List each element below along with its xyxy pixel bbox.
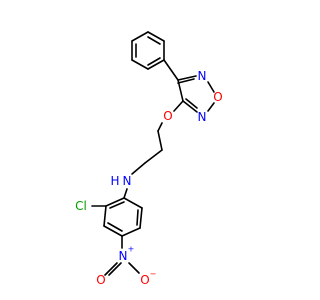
bond <box>136 209 139 226</box>
n-nitro-positive-charge: + <box>128 245 135 254</box>
bond <box>207 102 215 112</box>
bond <box>131 31 149 42</box>
atom-cl: Cl <box>75 199 87 213</box>
bond <box>185 98 198 109</box>
bond <box>105 197 125 207</box>
bond <box>182 100 198 113</box>
bond <box>128 262 140 274</box>
bond <box>177 75 197 81</box>
atom-n-oxadiazole-top: N <box>198 69 207 83</box>
atom-o-ether: O <box>163 109 172 123</box>
bond <box>173 100 184 112</box>
atom-o-oxadiazole-ring: O <box>213 90 222 104</box>
bond <box>139 207 143 229</box>
bond <box>123 197 143 209</box>
atom-n-oxadiazole-bottom: N <box>198 110 207 124</box>
atom-h-amine: H <box>110 174 119 188</box>
bond <box>121 227 141 237</box>
bond <box>147 57 161 66</box>
bond <box>107 222 123 232</box>
bond <box>157 130 163 151</box>
bond <box>144 149 163 164</box>
bond <box>131 162 146 175</box>
atom-n-nitro: N <box>119 249 128 263</box>
bond <box>103 205 107 227</box>
atom-nh-amine: N <box>123 174 132 188</box>
o-nitro-negative-charge: − <box>150 270 157 279</box>
bond <box>177 78 195 84</box>
bond <box>147 31 165 42</box>
bonds <box>91 31 215 276</box>
bond <box>147 59 165 70</box>
bond <box>104 262 118 276</box>
bond <box>207 81 215 93</box>
atom-o-nitro-left: O <box>96 273 105 287</box>
bond <box>147 36 161 45</box>
bond <box>131 59 149 70</box>
bond <box>109 201 125 209</box>
bond <box>103 225 123 237</box>
atom-o-nitro-right: O <box>140 273 149 287</box>
bond <box>108 262 122 276</box>
bond <box>177 79 184 102</box>
chemical-structure-diagram: N O N O N H Cl N + O O − <box>75 31 223 287</box>
bond <box>163 59 179 81</box>
bond <box>123 188 128 199</box>
bond <box>157 122 163 132</box>
